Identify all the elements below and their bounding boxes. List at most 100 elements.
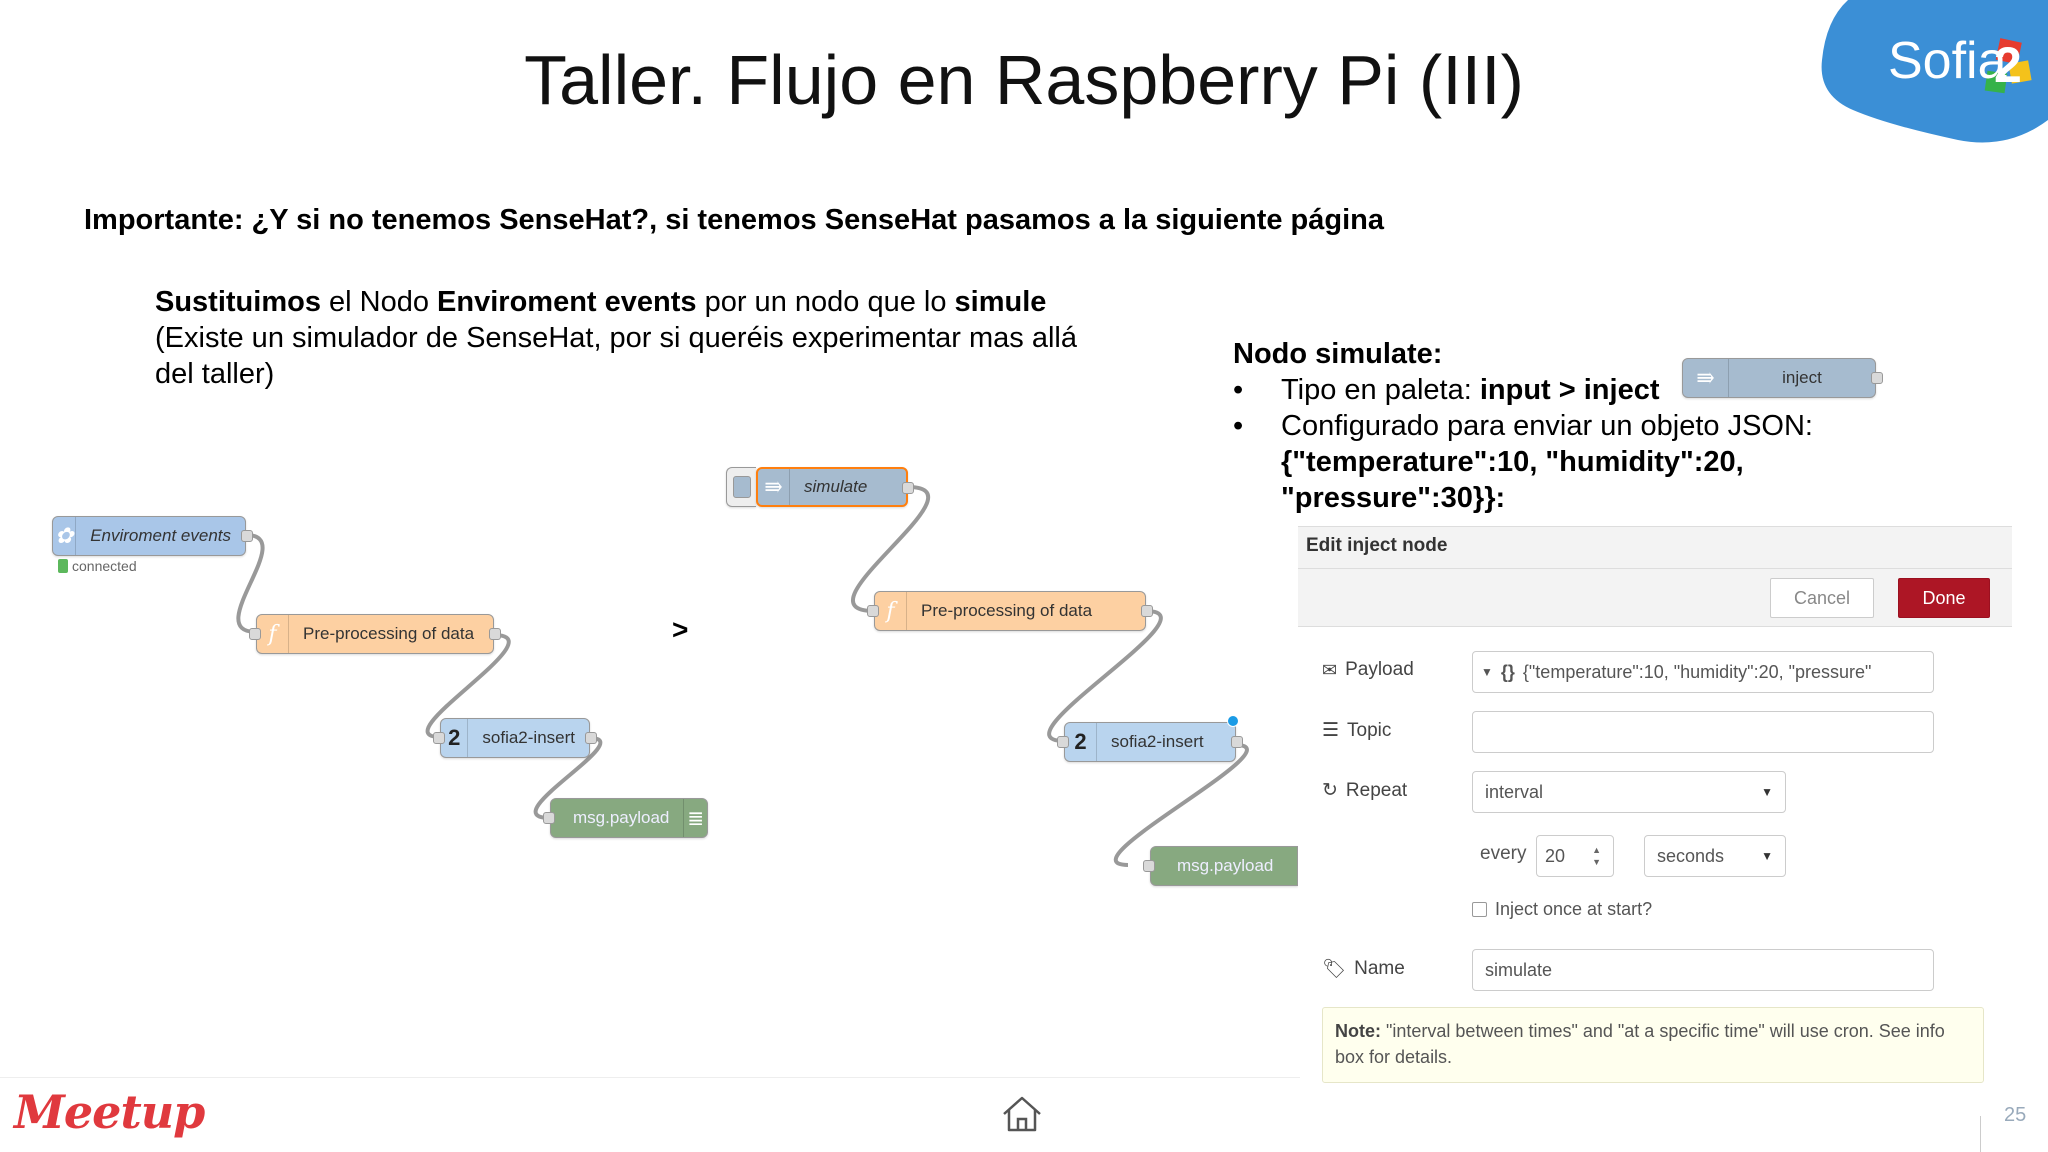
substitute-text: Sustituimos el Nodo Enviroment events po… bbox=[155, 284, 1095, 392]
nodo-title: Nodo simulate: bbox=[1233, 338, 1443, 370]
input-port[interactable] bbox=[249, 628, 261, 640]
nodo-bullet-2: Configurado para enviar un objeto JSON: … bbox=[1233, 408, 1873, 516]
repeat-icon: ↻ bbox=[1322, 780, 1338, 801]
node-function-right[interactable]: f Pre-processing of data bbox=[867, 591, 1153, 631]
sofia-label-right: sofia2-insert bbox=[1111, 732, 1204, 751]
function-icon: f bbox=[257, 615, 289, 653]
output-port[interactable] bbox=[489, 628, 501, 640]
output-port[interactable] bbox=[1231, 736, 1243, 748]
sofia2-icon: 2 bbox=[1065, 723, 1097, 761]
nodo-b1-prefix: Tipo en paleta: bbox=[1281, 374, 1480, 406]
env-label: Enviroment events bbox=[90, 526, 231, 545]
envelope-icon: ✉ bbox=[1322, 659, 1338, 680]
inject-arrow-icon: ⇛ bbox=[758, 469, 790, 505]
env-status: connected bbox=[72, 558, 137, 574]
node-sofia2-insert-left[interactable]: 2 sofia2-insert bbox=[433, 718, 597, 758]
dialog-title: Edit inject node bbox=[1298, 527, 2012, 569]
slide-title: Taller. Flujo en Raspberry Pi (III) bbox=[524, 41, 1524, 119]
nodo-b1-bold: input > inject bbox=[1479, 374, 1660, 406]
substitute-w5: simule bbox=[954, 286, 1047, 318]
arrow-indicator: > bbox=[672, 614, 689, 645]
substitute-w2: el Nodo bbox=[320, 286, 438, 318]
output-port[interactable] bbox=[1141, 605, 1153, 617]
output-port[interactable] bbox=[241, 530, 253, 542]
logo-mark: 2 bbox=[1994, 37, 2022, 93]
input-port[interactable] bbox=[433, 732, 445, 744]
cancel-button[interactable]: Cancel bbox=[1770, 578, 1874, 618]
output-port[interactable] bbox=[585, 732, 597, 744]
payload-field[interactable]: ▼ {} {"temperature":10, "humidity":20, "… bbox=[1472, 651, 1934, 693]
payload-label: Payload bbox=[1345, 659, 1414, 680]
debug-list-icon[interactable]: ≣ bbox=[683, 799, 707, 837]
raspberry-icon: ✿ bbox=[53, 517, 77, 555]
input-port[interactable] bbox=[1057, 736, 1069, 748]
nodo-b2-bold: {"temperature":10, "humidity":20, "press… bbox=[1281, 446, 1744, 514]
inject-trigger-button[interactable] bbox=[726, 467, 756, 507]
tag-icon: 🏷 bbox=[1322, 959, 1347, 980]
done-button[interactable]: Done bbox=[1898, 578, 1990, 618]
substitute-w4: por un nodo que lo bbox=[696, 286, 955, 318]
substitute-w1: Sustituimos bbox=[155, 286, 321, 318]
inject-arrow-icon: ⇛ bbox=[1683, 359, 1729, 397]
meetup-logo: Meetup bbox=[14, 1085, 205, 1139]
every-label: every bbox=[1480, 843, 1527, 864]
topic-row-label: ☰ Topic bbox=[1322, 719, 1391, 742]
every-value[interactable]: 20 bbox=[1545, 845, 1566, 866]
stepper-arrows-icon[interactable]: ▲▼ bbox=[1592, 845, 1601, 867]
input-port[interactable] bbox=[867, 605, 879, 617]
palette-inject-node[interactable]: ⇛ inject bbox=[1682, 358, 1883, 398]
status-dot-icon bbox=[58, 559, 68, 573]
repeat-select[interactable]: interval ▼ bbox=[1472, 771, 1786, 813]
trigger-square-icon bbox=[733, 476, 751, 498]
output-port[interactable] bbox=[902, 482, 914, 494]
node-debug-left[interactable]: msg.payload ≣ bbox=[543, 798, 708, 838]
note-bold: Note: bbox=[1335, 1021, 1381, 1041]
inject-once-checkbox[interactable] bbox=[1472, 902, 1487, 917]
unit-value: seconds bbox=[1657, 845, 1725, 866]
node-debug-right[interactable]: msg.payload bbox=[1143, 846, 1298, 886]
sofia-label-left: sofia2-insert bbox=[482, 728, 575, 747]
palette-inject-label: inject bbox=[1782, 368, 1822, 387]
nodo-simulate-text: Nodo simulate: Tipo en paleta: input > i… bbox=[1233, 336, 1873, 516]
fn-label-right: Pre-processing of data bbox=[921, 601, 1093, 620]
note-text: "interval between times" and "at a speci… bbox=[1335, 1021, 1945, 1067]
debug-label-right: msg.payload bbox=[1177, 856, 1274, 875]
changed-indicator-icon bbox=[1227, 715, 1239, 727]
page-number: 25 bbox=[2004, 1104, 2027, 1126]
name-row-label: 🏷 Name bbox=[1322, 957, 1405, 981]
name-label: Name bbox=[1354, 958, 1405, 979]
unit-select[interactable]: seconds ▼ bbox=[1644, 835, 1786, 877]
payload-type[interactable]: {} bbox=[1500, 661, 1515, 682]
chevron-down-icon: ▼ bbox=[1761, 849, 1773, 863]
node-function-left[interactable]: f Pre-processing of data bbox=[249, 614, 501, 654]
important-note: Importante: ¿Y si no tenemos SenseHat?, … bbox=[84, 204, 1385, 236]
name-input[interactable]: simulate bbox=[1472, 949, 1934, 991]
inject-label: simulate bbox=[804, 477, 868, 496]
sofia2-logo: Sofia 2 bbox=[1808, 0, 2048, 150]
node-inject-simulate[interactable]: ⇛ simulate bbox=[756, 467, 914, 507]
inject-once-label: Inject once at start? bbox=[1495, 899, 1653, 919]
page-divider bbox=[1980, 1116, 1981, 1152]
nodo-b2-prefix: Configurado para enviar un objeto JSON: bbox=[1281, 410, 1813, 442]
topic-input[interactable] bbox=[1472, 711, 1934, 753]
sofia2-icon: 2 bbox=[441, 719, 469, 757]
function-icon: f bbox=[875, 592, 907, 630]
substitute-w3: Enviroment events bbox=[437, 286, 697, 318]
nodo-bullet-1: Tipo en paleta: input > inject bbox=[1233, 372, 1873, 408]
dialog-toolbar: Cancel Done bbox=[1298, 569, 2012, 627]
type-dropdown-icon[interactable]: ▼ bbox=[1481, 665, 1493, 679]
logo-text: Sofia bbox=[1888, 32, 2007, 90]
node-sofia2-insert-right[interactable]: 2 sofia2-insert bbox=[1057, 715, 1243, 762]
output-port[interactable] bbox=[1871, 372, 1883, 384]
inject-once-row[interactable]: Inject once at start? bbox=[1472, 899, 1652, 920]
payload-value[interactable]: {"temperature":10, "humidity":20, "press… bbox=[1522, 661, 1872, 682]
input-port[interactable] bbox=[1143, 860, 1155, 872]
dialog-note: Note: "interval between times" and "at a… bbox=[1322, 1007, 1984, 1083]
repeat-label: Repeat bbox=[1345, 779, 1408, 801]
node-enviroment-events[interactable]: ✿ Enviroment events bbox=[52, 516, 253, 556]
chevron-down-icon: ▼ bbox=[1761, 785, 1773, 799]
input-port[interactable] bbox=[543, 812, 555, 824]
home-icon[interactable] bbox=[1000, 1092, 1044, 1136]
repeat-value: interval bbox=[1485, 781, 1544, 802]
every-stepper[interactable]: 20 ▲▼ bbox=[1536, 835, 1614, 877]
